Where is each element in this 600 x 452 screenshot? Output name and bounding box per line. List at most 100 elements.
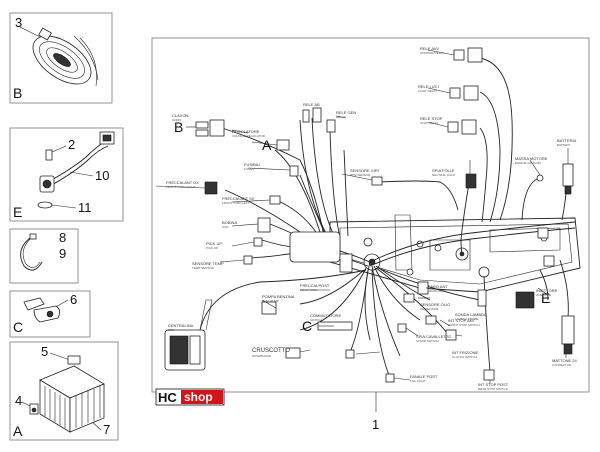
svg-text:SONDA LAMBDA: SONDA LAMBDA [455,312,487,317]
letter-c-inset: C [13,319,23,335]
callout-8: 8 [59,230,66,245]
callout-11: 11 [78,200,92,215]
svg-text:REAR STOP SWITCH: REAR STOP SWITCH [478,387,508,391]
svg-text:FRECCIA ANT SX: FRECCIA ANT SX [222,196,255,201]
svg-text:RELE LUCI: RELE LUCI [418,84,439,89]
svg-text:INT STOP POST: INT STOP POST [478,382,509,387]
svg-text:shop: shop [184,390,213,404]
svg-text:FUEL PUMP: FUEL PUMP [262,299,279,303]
callout-6: 6 [70,292,77,307]
harness-wires [199,57,576,379]
inset-box-clamp [9,228,79,284]
svg-text:SPIA FOLLE: SPIA FOLLE [432,168,455,173]
svg-text:HORN: HORN [172,118,181,122]
hc-shop-watermark: HC shop [155,388,225,406]
svg-text:TEMP SENSOR: TEMP SENSOR [192,266,215,270]
svg-text:REGOLATORE: REGOLATORE [232,129,260,134]
svg-text:PICK UP: PICK UP [206,241,222,246]
svg-text:HC: HC [158,390,177,405]
svg-text:SENSORE GIRI: SENSORE GIRI [350,168,379,173]
svg-text:ECU: ECU [168,328,174,332]
svg-text:OIL SENSOR: OIL SENSOR [420,307,439,311]
svg-text:RELE AVV: RELE AVV [420,46,439,51]
inset-box-a [9,341,119,441]
svg-text:RELE AB: RELE AB [303,102,320,107]
svg-text:STAND SWITCH: STAND SWITCH [416,339,439,343]
svg-text:COIL: COIL [222,225,229,229]
main-harness-box [151,37,590,393]
svg-text:NEUTRAL LIGHT: NEUTRAL LIGHT [432,173,456,177]
svg-text:POMPA BENZINA: POMPA BENZINA [262,294,295,299]
svg-text:FRONT TURN RIGHT: FRONT TURN RIGHT [166,185,196,189]
svg-text:BATTERIA: BATTERIA [557,138,577,143]
svg-text:LAMBDA PROBE: LAMBDA PROBE [455,317,479,321]
svg-text:MASSA MOTORE: MASSA MOTORE [515,156,548,161]
svg-text:SPIA CAVALLETTO: SPIA CAVALLETTO [416,334,451,339]
svg-text:DASHBOARD: DASHBOARD [252,354,272,358]
svg-text:REAR TURN: REAR TURN [300,288,317,292]
inset-box-e [9,127,124,222]
svg-text:FUSES: FUSES [244,167,254,171]
inset-box-b [9,12,113,104]
letter-e-main: E [541,290,550,306]
callout-1: 1 [372,417,379,432]
svg-text:CLUTCH SWITCH: CLUTCH SWITCH [452,355,477,359]
svg-text:CLAXON: CLAXON [172,113,189,118]
svg-text:STARTER RELAY: STARTER RELAY [420,51,444,55]
svg-text:CONNECTOR: CONNECTOR [552,363,572,367]
svg-text:LIGHT RELAY: LIGHT RELAY [418,89,437,93]
svg-text:COMMUTATORE: COMMUTATORE [310,313,341,318]
callout-7: 7 [103,422,110,437]
svg-text:BATTERY: BATTERY [557,143,571,147]
svg-text:CRUSCOTTO: CRUSCOTTO [252,348,290,354]
svg-text:VOLTAGE REGULATOR: VOLTAGE REGULATOR [232,134,266,138]
callout-2: 2 [68,137,75,152]
sensor-part [37,131,115,209]
svg-text:FRONT STOP SWITCH: FRONT STOP SWITCH [448,323,480,327]
svg-text:TAIL LIGHT: TAIL LIGHT [410,379,426,383]
svg-text:SENSORE OLIO: SENSORE OLIO [420,302,450,307]
letter-a-inset: A [13,423,23,439]
letter-b-main: B [174,119,183,135]
inset-box-c [9,290,91,338]
callout-4: 4 [15,393,22,408]
callout-3: 3 [15,15,22,30]
leader-lines [155,49,569,384]
regulator-part [29,355,105,433]
svg-text:CENTRALINA: CENTRALINA [168,323,194,328]
svg-text:ENGINE GROUND: ENGINE GROUND [515,161,542,165]
connectors [164,47,575,383]
svg-text:FUSIBILI: FUSIBILI [244,162,260,167]
svg-text:INT FRIZIONE: INT FRIZIONE [452,350,478,355]
letter-a-main: A [262,137,272,153]
svg-text:INT STOP ANT: INT STOP ANT [448,318,476,323]
letter-c-main: C [302,318,312,334]
svg-text:INJECTOR: INJECTOR [536,293,552,297]
svg-text:FRECCIA ANT DX: FRECCIA ANT DX [166,180,199,185]
svg-text:INIETTORE: INIETTORE [536,288,558,293]
svg-text:SENSORE TEMP: SENSORE TEMP [192,261,224,266]
svg-text:SWITCH: SWITCH [310,318,322,322]
svg-text:HEADLIGHT: HEADLIGHT [428,289,445,293]
callout-9: 9 [59,246,66,261]
callout-5: 5 [41,344,48,359]
svg-text:FRONT TURN LEFT: FRONT TURN LEFT [222,201,250,205]
letter-b-inset: B [13,85,22,101]
callout-10: 10 [95,168,109,183]
svg-text:RELE STOP: RELE STOP [420,116,443,121]
svg-text:PICK UP: PICK UP [206,246,218,250]
svg-text:RPM SENSOR: RPM SENSOR [350,173,371,177]
switch-part [23,297,60,323]
svg-text:RELE GEN: RELE GEN [336,110,356,115]
letter-e-inset: E [13,204,22,220]
component-labels: CLAXON HORN REGOLATORE VOLTAGE REGULATOR… [166,46,578,391]
svg-text:MATTONE 24: MATTONE 24 [552,358,578,363]
horn-part [32,27,99,87]
svg-text:BOBINA: BOBINA [222,220,237,225]
chassis-frame [329,214,581,293]
svg-text:FARO ANT: FARO ANT [428,284,448,289]
clamp-part [20,233,43,271]
svg-text:RELAY: RELAY [336,115,346,119]
svg-text:FANALE POST: FANALE POST [410,374,438,379]
